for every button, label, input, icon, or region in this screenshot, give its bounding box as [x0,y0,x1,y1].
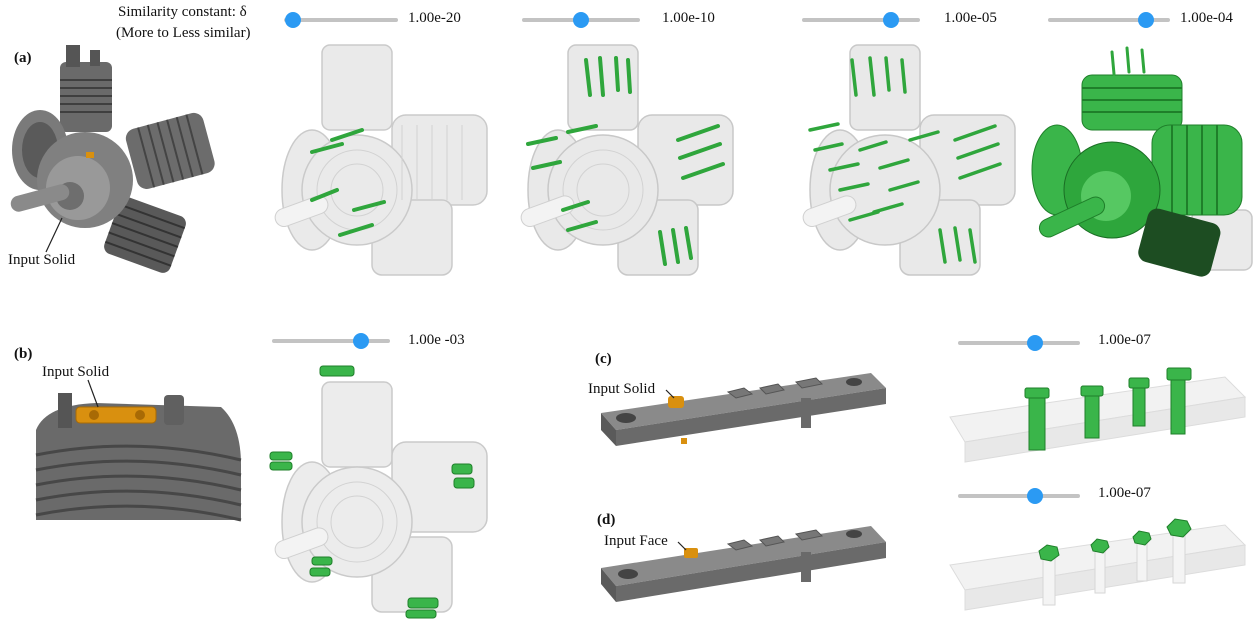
engine-result-render-4 [1031,46,1253,277]
slider-value-s4: 1.00e-04 [1180,10,1233,26]
slider-track [958,341,1080,345]
slider-knob[interactable] [1026,335,1043,351]
annotation-input-face-d: Input Face [604,533,668,549]
slider-s6[interactable] [958,335,1080,351]
slider-s2[interactable] [522,12,640,28]
similarity-subtitle: (More to Less similar) [116,25,251,41]
panel-label-d: (d) [597,512,616,528]
slider-value-s2: 1.00e-10 [662,10,715,26]
slider-knob[interactable] [573,12,589,28]
slider-knob[interactable] [1026,488,1043,504]
panel-label-b: (b) [14,346,33,362]
engine-result-render-1 [274,44,488,276]
bolt-bar-result-render-c [949,367,1247,463]
slider-track [958,494,1080,498]
slider-track [272,339,390,343]
bolt-bar-input-render-d [601,526,886,602]
slider-knob[interactable] [882,12,899,28]
engine-result-render-3 [802,44,1016,276]
similarity-title: Similarity constant: δ [118,4,247,20]
slider-s1[interactable] [284,12,398,28]
slider-s7[interactable] [958,488,1080,504]
engine-result-render-2 [520,44,734,276]
bolt-bar-input-render-c [601,373,886,446]
slider-track [1048,18,1170,22]
bolt-bar-result-render-d [949,518,1247,611]
annotation-input-solid-b: Input Solid [42,364,110,380]
slider-value-s7: 1.00e-07 [1098,485,1151,501]
slider-knob[interactable] [1137,12,1154,28]
engine-input-render-a [10,45,215,273]
slider-value-s5: 1.00e -03 [408,332,465,348]
slider-value-s1: 1.00e-20 [408,10,461,26]
slider-track [802,18,920,22]
slider-value-s3: 1.00e-05 [944,10,997,26]
panel-label-c: (c) [595,351,612,367]
slider-track [284,18,398,22]
slider-knob[interactable] [352,333,369,349]
slider-value-s6: 1.00e-07 [1098,332,1151,348]
slider-s4[interactable] [1048,12,1170,28]
slider-knob[interactable] [285,12,302,28]
slider-s5[interactable] [272,333,390,349]
panel-label-a: (a) [14,50,32,66]
engine-result-render-5 [269,365,488,619]
annotation-input-solid-a: Input Solid [8,252,76,268]
slider-s3[interactable] [802,12,920,28]
cylinder-head-input-render-b [35,379,242,522]
annotation-input-solid-c: Input Solid [588,381,656,397]
